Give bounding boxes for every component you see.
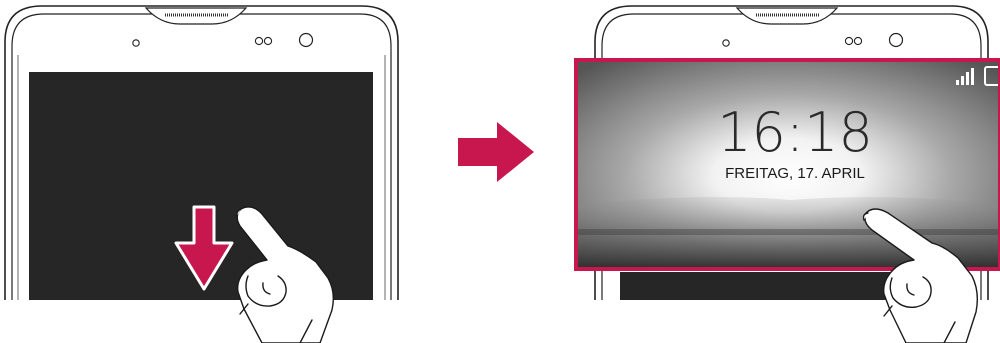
phone-left-sensor-2	[255, 37, 262, 44]
phone-left-camera	[300, 34, 313, 47]
phone-left-sensor-3	[264, 37, 271, 44]
lockscreen-date: FREITAG, 17. APRIL	[725, 165, 865, 182]
lockscreen-time: 16:18	[717, 101, 873, 164]
phone-right-sensor-2	[845, 37, 852, 44]
phone-right-sensor	[723, 40, 729, 46]
arrow-right-icon	[458, 122, 534, 182]
phone-right-camera	[890, 34, 903, 47]
lockscreen-zoom: 16:18 FREITAG, 17. APRIL	[576, 60, 1000, 269]
phone-right-sensor-3	[854, 37, 861, 44]
phone-left-sensor	[133, 40, 139, 46]
